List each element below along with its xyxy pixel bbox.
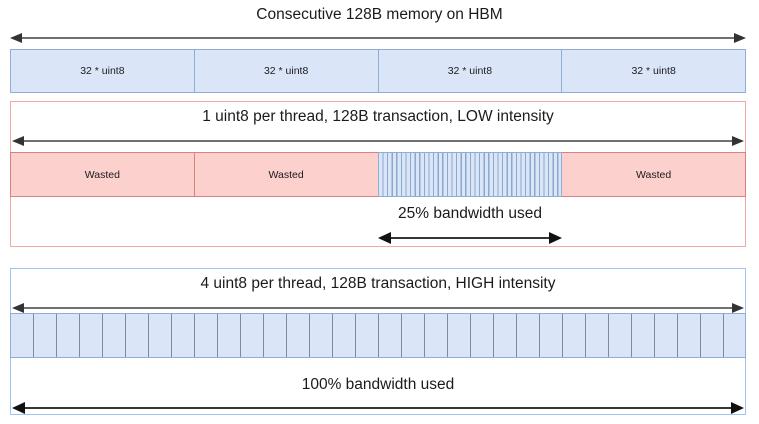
high-bandwidth-used-arrow bbox=[12, 400, 744, 416]
low-intensity-caption: 1 uint8 per thread, 128B transaction, LO… bbox=[202, 108, 554, 125]
low-intensity-span-arrow bbox=[12, 133, 744, 149]
wasted-segment: Wasted bbox=[193, 153, 378, 196]
low-bandwidth-used-label: 25% bandwidth used bbox=[398, 205, 542, 222]
memory-segment-label: 32 * uint8 bbox=[631, 65, 676, 77]
wasted-segment: Wasted bbox=[561, 153, 745, 196]
page-title: Consecutive 128B memory on HBM bbox=[256, 6, 503, 23]
memory-segment: 32 * uint8 bbox=[377, 50, 562, 92]
memory-segment-label: 32 * uint8 bbox=[80, 65, 125, 77]
memory-segment: 32 * uint8 bbox=[561, 50, 745, 92]
high-bandwidth-used-label: 100% bandwidth used bbox=[301, 376, 455, 393]
high-intensity-bandwidth-bar bbox=[10, 313, 746, 358]
full-width-span-arrow bbox=[10, 30, 746, 46]
wasted-segment-label: Wasted bbox=[268, 168, 304, 181]
memory-segment: 32 * uint8 bbox=[11, 50, 194, 92]
used-bandwidth-hatch bbox=[378, 152, 562, 197]
memory-segment-label: 32 * uint8 bbox=[263, 65, 309, 77]
low-bandwidth-used-arrow bbox=[378, 230, 562, 246]
memory-segment-label: 32 * uint8 bbox=[447, 65, 493, 77]
memory-segment: 32 * uint8 bbox=[193, 50, 378, 92]
high-intensity-span-arrow bbox=[12, 300, 744, 316]
wasted-segment-label: Wasted bbox=[636, 168, 672, 181]
high-intensity-caption: 4 uint8 per thread, 128B transaction, HI… bbox=[200, 275, 556, 292]
used-segment bbox=[377, 153, 562, 196]
wasted-segment-label: Wasted bbox=[84, 168, 120, 181]
hbm-memory-bar: 32 * uint8 32 * uint8 32 * uint8 32 * ui… bbox=[10, 49, 746, 93]
wasted-segment: Wasted bbox=[11, 153, 194, 196]
